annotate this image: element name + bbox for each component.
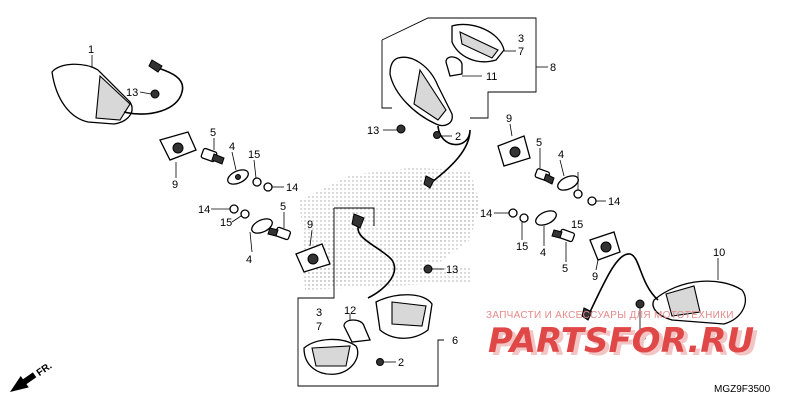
watermark-logo-shadow: PARTSFOR.RU xyxy=(492,324,758,364)
screw-13c xyxy=(423,264,433,274)
callout-9b: 9 xyxy=(307,219,313,231)
screw-2b xyxy=(376,358,384,366)
callout-7a: 7 xyxy=(518,46,524,58)
rubber-spacer-4a xyxy=(227,169,249,185)
callout-12: 12 xyxy=(344,305,356,317)
bulb-socket-9d xyxy=(589,231,621,261)
nut-14d xyxy=(508,208,518,218)
screw-2a xyxy=(433,131,441,139)
nut-14c xyxy=(587,196,597,206)
bulb-socket-9c xyxy=(497,135,531,167)
bulb-socket-9a xyxy=(159,131,197,161)
callout-5d: 5 xyxy=(562,263,568,275)
callout-3a: 3 xyxy=(518,33,524,45)
rubber-spacer-4b xyxy=(251,218,273,234)
winker-wire-1 xyxy=(123,67,184,115)
callout-14c: 14 xyxy=(608,196,620,208)
screw-13d xyxy=(635,299,645,309)
callout-numbers: 1 13 5 4 15 14 9 14 15 5 4 9 3 7 8 11 13… xyxy=(88,33,725,369)
callout-13c: 13 xyxy=(446,264,458,276)
callout-7b: 7 xyxy=(316,321,322,333)
callout-6: 6 xyxy=(452,335,458,347)
callout-4b: 4 xyxy=(246,254,252,266)
bracket-8 xyxy=(381,17,537,119)
bulb-5b xyxy=(267,226,292,241)
background-wing-emblem xyxy=(300,168,480,290)
direction-label: FR. xyxy=(35,360,55,378)
watermark-logo: PARTSFOR.RU xyxy=(488,321,754,361)
callout-15c: 15 xyxy=(571,219,583,231)
washer-15d xyxy=(519,213,529,223)
bulb-5a xyxy=(200,147,225,165)
callout-5c: 5 xyxy=(536,137,542,149)
callout-15d: 15 xyxy=(516,241,528,253)
washer-15b xyxy=(240,209,250,219)
callout-11: 11 xyxy=(486,71,497,83)
callout-15a: 15 xyxy=(248,149,260,161)
callout-4a: 4 xyxy=(229,141,235,153)
callout-10: 10 xyxy=(713,247,725,259)
winker-assembly-rear-left xyxy=(303,213,433,375)
callout-14b: 14 xyxy=(198,204,210,216)
winker-assembly-front-left xyxy=(51,59,184,125)
nut-14b xyxy=(229,204,239,214)
diagram-code: MGZ9F3500 xyxy=(714,384,771,395)
winker-wire-10 xyxy=(589,253,659,313)
screw-13b xyxy=(396,124,406,134)
bracket-6 xyxy=(334,207,375,226)
washer-15c xyxy=(573,189,583,199)
callout-5a: 5 xyxy=(210,127,216,139)
nut-14a xyxy=(263,182,273,192)
callout-15b: 15 xyxy=(220,217,232,229)
callout-14d: 14 xyxy=(480,208,492,220)
leader-lines xyxy=(91,50,719,363)
front-direction-arrow: FR. xyxy=(10,360,55,392)
callout-13d: 13 xyxy=(634,331,646,343)
callout-9a: 9 xyxy=(172,179,178,191)
watermark: ЗАПЧАСТИ И АКСЕССУАРЫ ДЛЯ МОТОТЕХНИКИ PA… xyxy=(486,310,758,364)
callout-9d: 9 xyxy=(592,271,598,283)
callout-2b: 2 xyxy=(398,357,404,369)
callout-8: 8 xyxy=(550,62,556,74)
bulb-12 xyxy=(343,319,371,343)
callout-4c: 4 xyxy=(558,149,564,161)
callout-1: 1 xyxy=(88,44,94,56)
callout-14a: 14 xyxy=(286,182,298,194)
bulb-socket-9b xyxy=(295,243,331,273)
bulb-11 xyxy=(445,56,463,77)
callout-3b: 3 xyxy=(316,307,322,319)
screw-13a xyxy=(150,89,160,99)
callout-2a: 2 xyxy=(455,131,461,143)
winker-wire-front-right xyxy=(431,125,471,183)
winker-wire-rear-left xyxy=(357,221,396,299)
rubber-spacer-4d xyxy=(535,210,557,226)
callout-4d: 4 xyxy=(540,247,546,259)
watermark-caption: ЗАПЧАСТИ И АКСЕССУАРЫ ДЛЯ МОТОТЕХНИКИ xyxy=(486,310,734,321)
washer-15a xyxy=(252,177,262,187)
callout-9c: 9 xyxy=(506,113,512,125)
callout-5b: 5 xyxy=(280,201,286,213)
bulb-5d xyxy=(551,228,576,243)
winker-assembly-front-right xyxy=(389,23,505,189)
callout-13b: 13 xyxy=(367,125,379,137)
bulb-5c xyxy=(534,168,555,185)
callout-13a: 13 xyxy=(126,87,138,99)
winker-assembly-rear-right xyxy=(581,253,747,325)
